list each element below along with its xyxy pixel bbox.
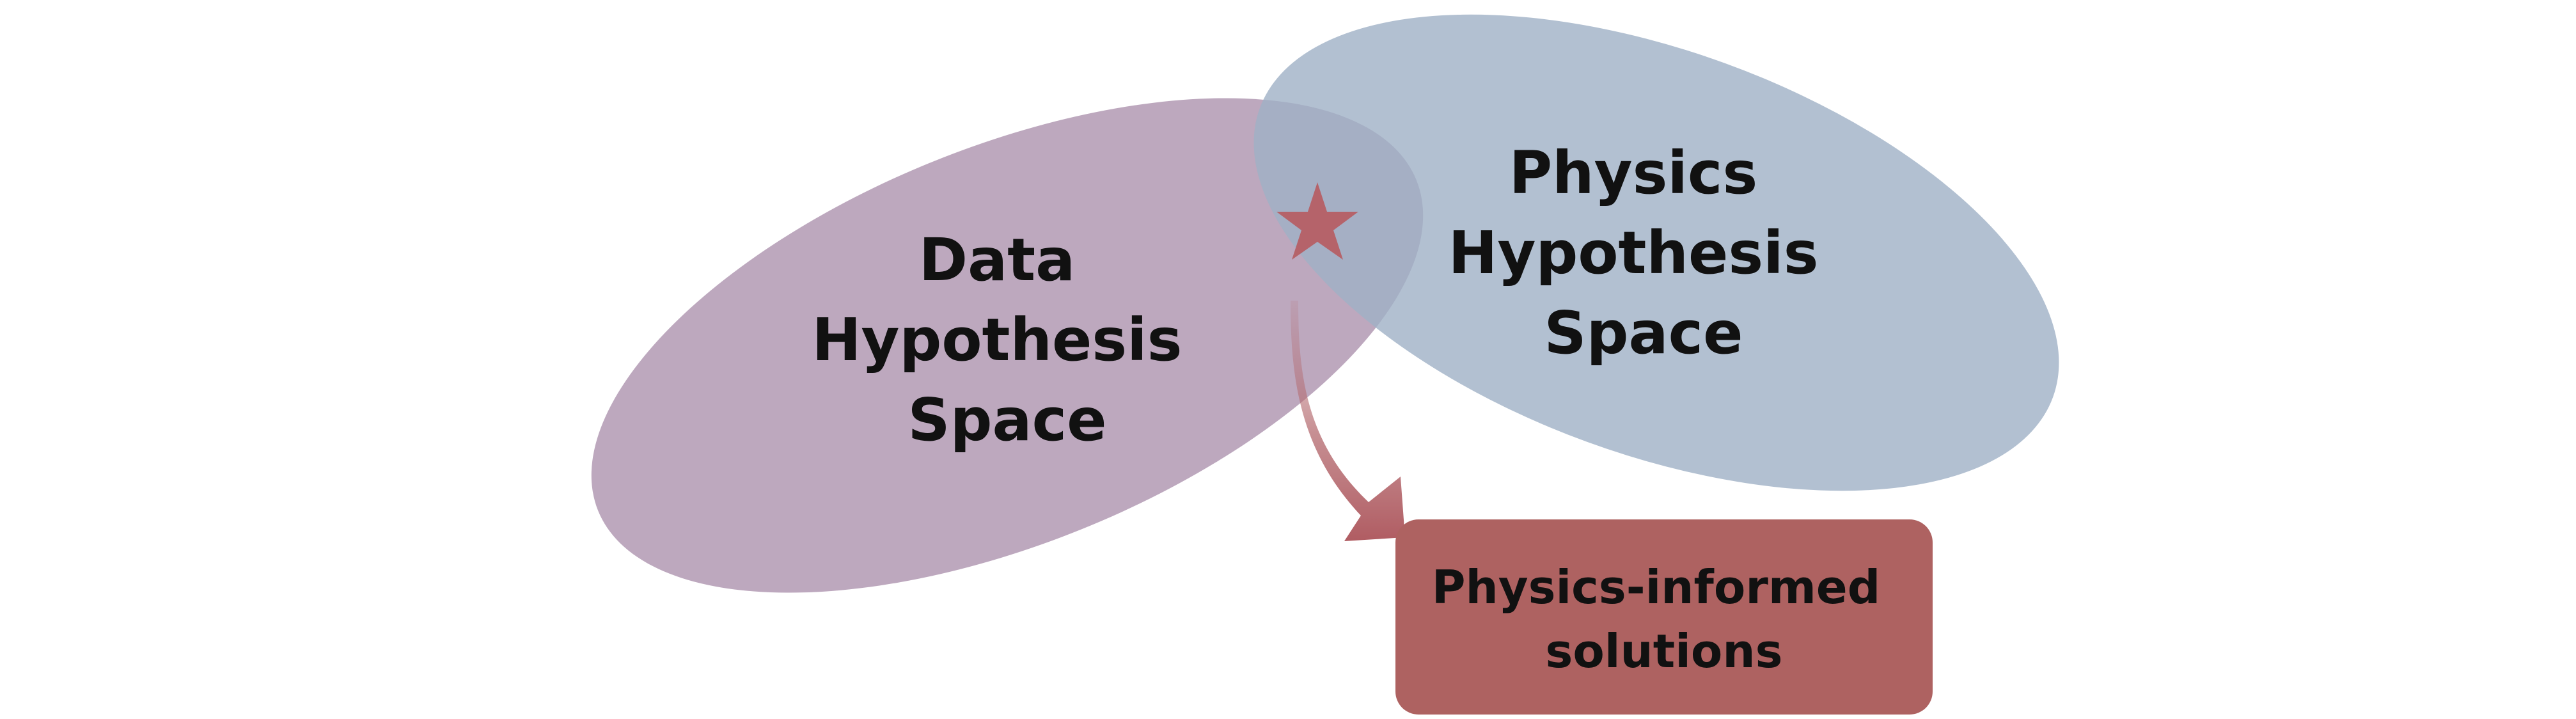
curved-arrow-icon xyxy=(1291,301,1405,541)
star-icon xyxy=(1276,182,1358,260)
physics-informed-solutions-box xyxy=(1395,519,1933,715)
physics-hypothesis-space-ellipse xyxy=(1253,14,2059,491)
physics-informed-solutions-label: Physics-informed solutions xyxy=(1432,560,1897,678)
data-hypothesis-space-ellipse xyxy=(591,98,1424,593)
physics-hypothesis-space-label: Physics Hypothesis Space xyxy=(1449,139,1839,367)
data-hypothesis-space-label: Data Hypothesis Space xyxy=(812,226,1203,454)
